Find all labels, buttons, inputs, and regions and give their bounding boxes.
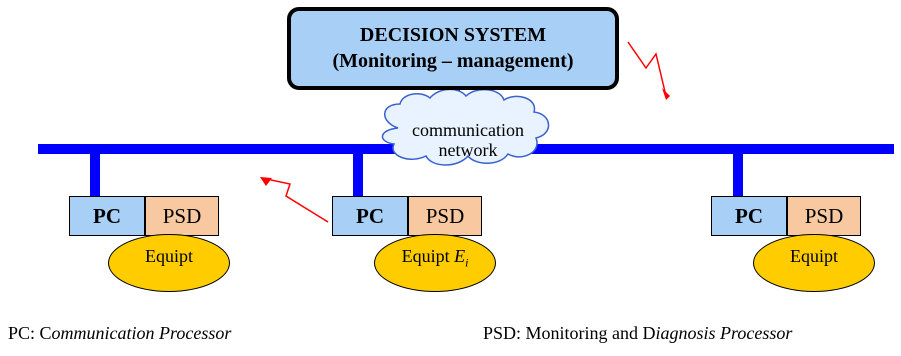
signal-arrowhead [662, 88, 670, 100]
network-label-line2: network [438, 140, 498, 160]
decision-system-title: DECISION SYSTEM [359, 24, 547, 46]
equipment-subscript: i [465, 255, 469, 270]
psd-box: PSD [408, 196, 482, 236]
pc-box: PC [332, 196, 408, 236]
equipment-label: Equipt [401, 246, 450, 266]
equipment-label: Equipt [790, 246, 838, 266]
drop-link-1 [90, 150, 100, 196]
legend-psd: PSD: Monitoring and Diagnosis Processor [483, 323, 793, 343]
network-cloud [381, 88, 550, 166]
psd-box: PSD [787, 196, 861, 236]
equipment-node: Equipt [108, 234, 230, 292]
wireless-signal-icon [261, 177, 329, 223]
pc-box: PC [69, 196, 145, 236]
decision-system-box: DECISION SYSTEM (Monitoring – management… [287, 7, 619, 90]
signal-arrowhead [260, 177, 272, 186]
decision-system-subtitle: (Monitoring – management) [332, 50, 574, 72]
network-label-line1: communication [412, 120, 524, 140]
equipment-node: Equipt Ei [374, 234, 496, 292]
drop-link-3 [733, 150, 743, 196]
drop-link-2 [353, 150, 363, 196]
psd-box: PSD [145, 196, 219, 236]
equipment-label: Equipt [145, 246, 193, 266]
legend-pc: PC: Communication Processor [8, 323, 232, 343]
network-label: communication network [378, 120, 558, 160]
equipment-node: Equipt [753, 234, 875, 292]
pc-box: PC [711, 196, 787, 236]
wireless-signal-icon [627, 41, 667, 97]
equipment-variable: E [454, 246, 466, 266]
